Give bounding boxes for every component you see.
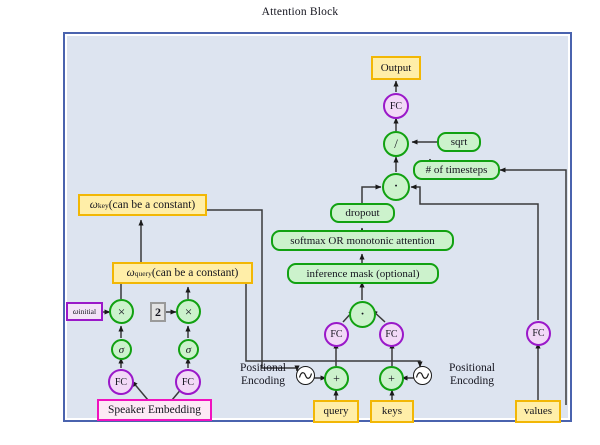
attention-block-panel xyxy=(63,32,572,422)
node-fc-keys[interactable]: FC xyxy=(379,322,404,347)
node-multiply-right[interactable]: × xyxy=(176,299,201,324)
node-fc-values[interactable]: FC xyxy=(526,321,551,346)
omega-query-symbol: ω xyxy=(126,267,135,279)
node-dropout[interactable]: dropout xyxy=(330,203,395,223)
node-sqrt[interactable]: sqrt xyxy=(437,132,481,152)
node-softmax-or-monotonic-attention[interactable]: softmax OR monotonic attention xyxy=(271,230,454,251)
node-sigmoid-right[interactable]: σ xyxy=(178,339,199,360)
node-add-keys[interactable]: + xyxy=(379,366,404,391)
pe-left-line2: Encoding xyxy=(240,375,286,388)
omega-initial-subscript: initial xyxy=(78,307,97,316)
sine-wave-icon-left xyxy=(296,366,315,385)
page-title: Attention Block xyxy=(261,6,339,18)
node-num-timesteps[interactable]: # of timesteps xyxy=(413,160,500,180)
omega-key-subscript: key xyxy=(97,200,109,210)
omega-initial-symbol: ω xyxy=(72,307,79,316)
node-values[interactable]: values xyxy=(515,400,561,423)
node-sigmoid-left[interactable]: σ xyxy=(111,339,132,360)
pe-left-line1: Positional xyxy=(239,362,286,374)
sine-glyph-right xyxy=(415,372,430,379)
node-fc-output[interactable]: FC xyxy=(383,93,409,119)
node-keys[interactable]: keys xyxy=(370,400,414,423)
sine-glyph-left xyxy=(298,372,313,379)
positional-encoding-label-left: Positional Encoding xyxy=(228,362,298,388)
omega-query-text: (can be a constant) xyxy=(151,267,239,279)
node-multiply-left[interactable]: × xyxy=(109,299,134,324)
pe-right-line2: Encoding xyxy=(449,375,495,388)
node-add-query[interactable]: + xyxy=(324,366,349,391)
omega-query-subscript: query xyxy=(134,268,152,278)
node-fc-speaker-left[interactable]: FC xyxy=(108,369,134,395)
omega-key-symbol: ω xyxy=(89,199,98,211)
node-fc-query[interactable]: FC xyxy=(324,322,349,347)
node-constant-two[interactable]: 2 xyxy=(150,302,166,322)
node-output[interactable]: Output xyxy=(371,56,421,80)
node-fc-speaker-right[interactable]: FC xyxy=(175,369,201,395)
node-dot-product-top[interactable]: · xyxy=(382,173,410,201)
node-inference-mask[interactable]: inference mask (optional) xyxy=(287,263,439,284)
node-query[interactable]: query xyxy=(313,400,359,423)
positional-encoding-label-right: Positional Encoding xyxy=(437,362,507,388)
pe-right-line1: Positional xyxy=(448,362,495,374)
omega-key-text: (can be a constant) xyxy=(108,199,196,211)
sine-wave-icon-right xyxy=(413,366,432,385)
node-dot-product-middle[interactable]: · xyxy=(349,301,376,328)
node-speaker-embedding[interactable]: Speaker Embedding xyxy=(97,399,212,421)
node-divide[interactable]: / xyxy=(383,131,409,157)
